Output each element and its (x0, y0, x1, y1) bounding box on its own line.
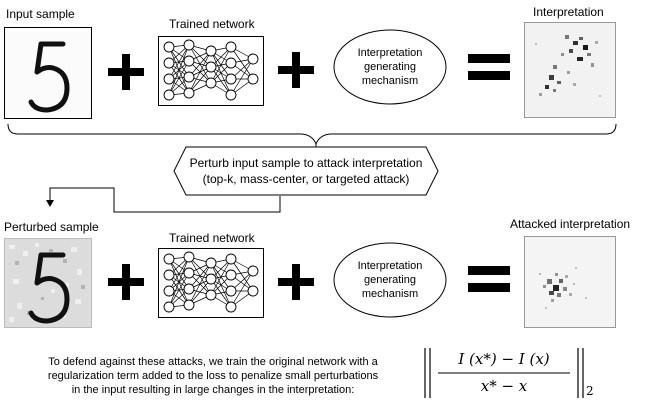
trained-network-diagram (158, 248, 264, 318)
perturbed-sample-label: Perturbed sample (4, 220, 99, 234)
mnist-digit-five (28, 41, 70, 113)
defense-line: regularization term added to the loss to… (47, 370, 379, 382)
return-path-line (49, 187, 281, 213)
formula-subscript: 2 (586, 384, 594, 398)
plus-icon (278, 52, 314, 88)
plus-icon (108, 264, 144, 300)
regularization-formula: I (x*) − I (x) x* − x 2 (420, 344, 600, 402)
plus-icon (108, 54, 144, 90)
mechanism-line: Interpretation (357, 260, 423, 272)
neural-network-icon (163, 251, 259, 313)
attacked-interpretation-label: Attacked interpretation (510, 217, 631, 231)
interpretation-label: Interpretation (533, 5, 604, 19)
perturb-line: (top-k, mass-center, or targeted attack) (202, 172, 410, 186)
formula-numerator: I (x*) − I (x) (458, 350, 550, 368)
trained-network-label: Trained network (169, 17, 255, 31)
norm-bars (424, 348, 584, 398)
defense-line: To defend against these attacks, we trai… (48, 356, 378, 368)
mechanism-text: Interpretation generating mechanism (332, 46, 448, 88)
mechanism-line: generating (364, 61, 416, 73)
perturbed-digit-five (9, 243, 85, 324)
neural-network-icon (163, 39, 259, 101)
saliency-map (525, 23, 615, 117)
defense-line: in the input resulting in large changes … (71, 384, 355, 396)
input-sample-image (4, 27, 92, 119)
plus-icon (278, 264, 314, 300)
trained-network-label: Trained network (169, 231, 255, 245)
mechanism-text: Interpretation generating mechanism (332, 259, 448, 301)
perturbed-sample-image (4, 238, 92, 328)
equals-icon (468, 266, 510, 292)
equals-icon (468, 54, 510, 80)
interpretation-heatmap (524, 22, 616, 118)
input-sample-label: Input sample (6, 7, 75, 21)
attacked-interpretation-heatmap (524, 236, 616, 328)
perturb-line: Perturb input sample to attack interpret… (189, 156, 423, 170)
attacked-saliency-map (525, 237, 615, 327)
formula-denominator: x* − x (480, 377, 528, 395)
mechanism-ellipse (333, 29, 447, 105)
perturb-hexagon (173, 146, 439, 196)
perturb-text: Perturb input sample to attack interpret… (172, 155, 440, 187)
mechanism-line: generating (364, 274, 416, 286)
return-arrowhead (46, 200, 54, 207)
mechanism-line: mechanism (361, 75, 419, 87)
grouping-brace (7, 123, 617, 146)
mechanism-line: Interpretation (357, 47, 423, 59)
trained-network-diagram (158, 36, 264, 106)
defense-description: To defend against these attacks, we trai… (24, 355, 402, 397)
mechanism-ellipse (333, 242, 447, 318)
mechanism-line: mechanism (361, 288, 419, 300)
